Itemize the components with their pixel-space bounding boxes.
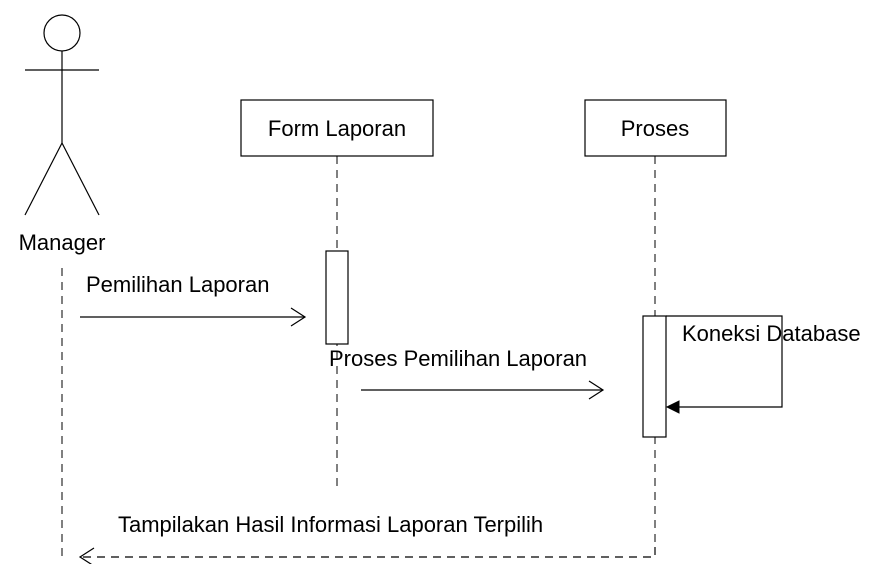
- open-arrowhead-icon: [78, 547, 95, 564]
- activation-bar-form-laporan: [325, 250, 349, 345]
- object-form-laporan: Form Laporan: [240, 99, 434, 157]
- message-label: Koneksi Database: [682, 321, 861, 346]
- object-label: Proses: [621, 116, 689, 141]
- actor-label: Manager: [19, 230, 106, 255]
- message-proses-pemilihan-laporan: Proses Pemilihan Laporan: [329, 346, 605, 400]
- object-label: Form Laporan: [268, 116, 406, 141]
- message-line: [80, 547, 656, 558]
- open-arrowhead-icon: [588, 380, 605, 400]
- object-proses: Proses: [584, 99, 727, 157]
- filled-arrowhead-icon: [665, 400, 680, 414]
- message-label: Pemilihan Laporan: [86, 272, 269, 297]
- message-label: Proses Pemilihan Laporan: [329, 346, 587, 371]
- activation-bar-proses: [642, 315, 667, 438]
- open-arrowhead-icon: [290, 307, 307, 327]
- message-line: [666, 315, 783, 408]
- object-box: [584, 99, 727, 157]
- object-box: [240, 99, 434, 157]
- message-tampilakan-hasil: Tampilakan Hasil Informasi Laporan Terpi…: [78, 512, 656, 564]
- stick-figure-icon: [24, 14, 100, 216]
- message-label: Tampilakan Hasil Informasi Laporan Terpi…: [118, 512, 543, 537]
- message-pemilihan-laporan: Pemilihan Laporan: [80, 272, 307, 327]
- message-koneksi-database: Koneksi Database: [665, 315, 861, 414]
- actor-manager: Manager: [19, 14, 106, 255]
